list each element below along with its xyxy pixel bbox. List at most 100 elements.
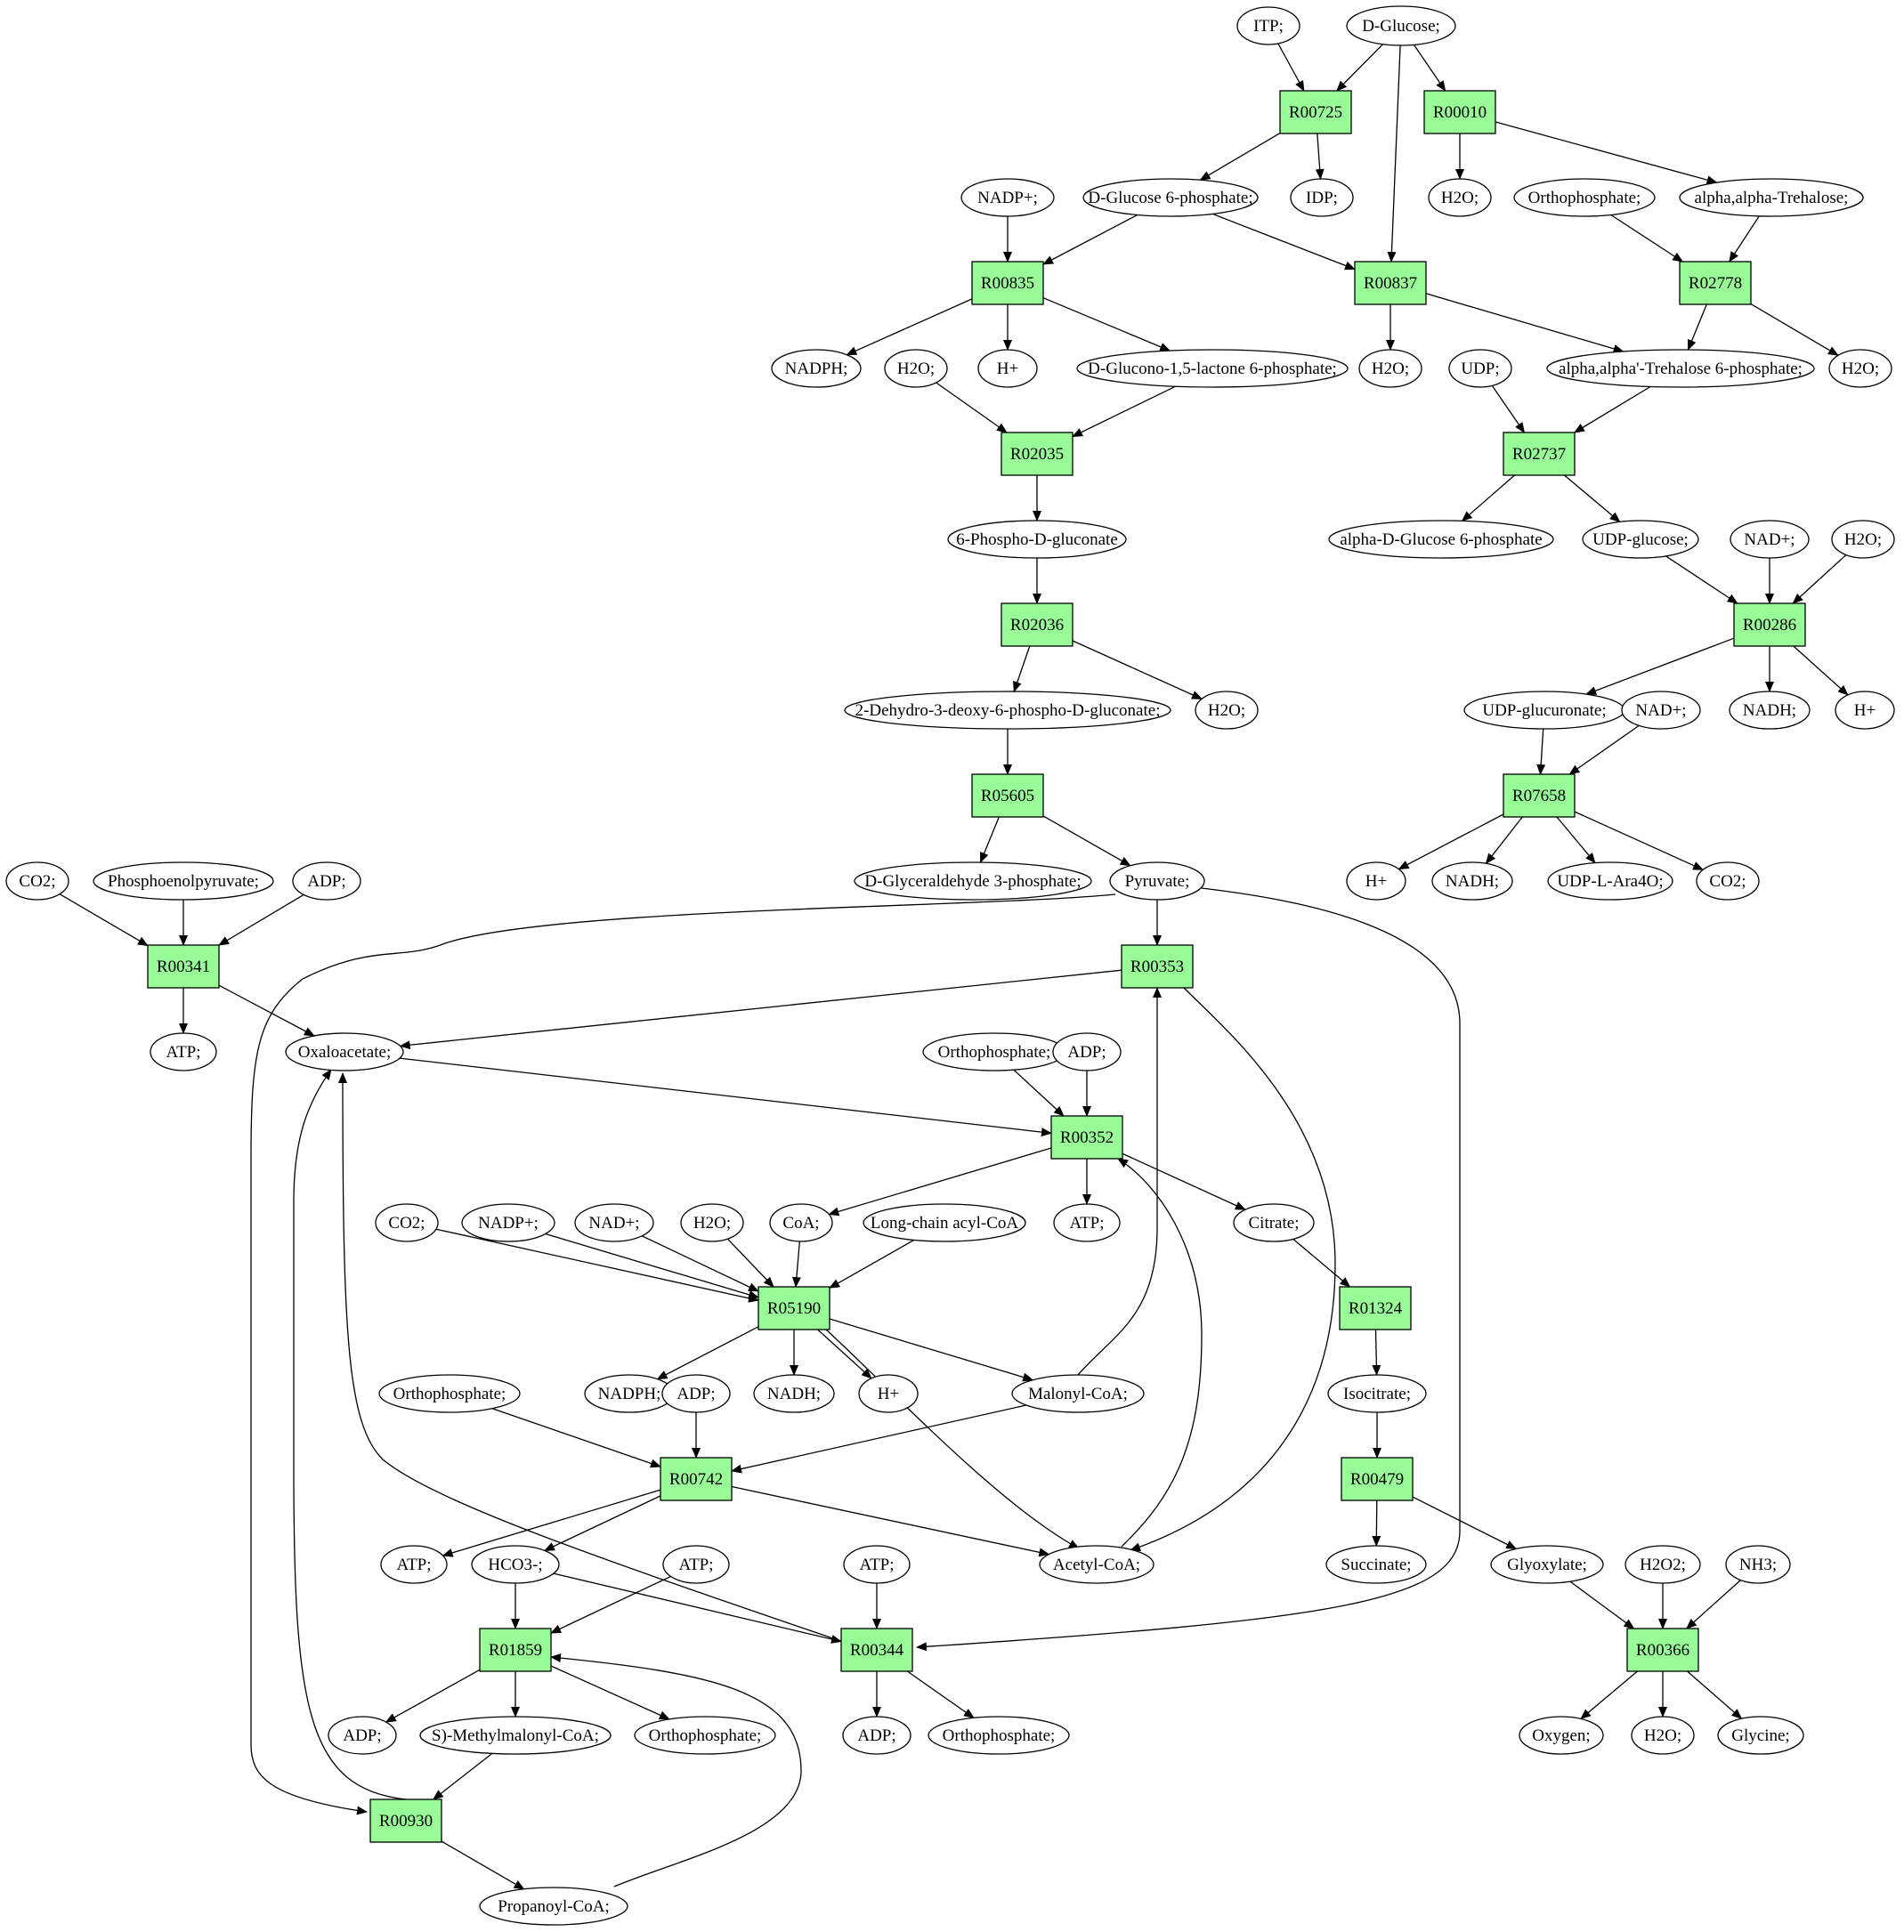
metabolite-node-shape bbox=[93, 861, 274, 901]
metabolite-node-hpb: H+ bbox=[1835, 691, 1895, 730]
edge-pyruvate-to-r00344 bbox=[916, 887, 1461, 1652]
metabolite-node-shape bbox=[661, 1374, 731, 1413]
metabolite-node-label: D-Glucono-1,5-lactone 6-phosphate; bbox=[1088, 360, 1337, 378]
metabolite-node-shape bbox=[5, 861, 69, 901]
metabolite-node-label: NADH; bbox=[767, 1385, 821, 1403]
edge-r02036-to-kdpg bbox=[1013, 645, 1031, 692]
metabolite-node-shape bbox=[769, 1203, 833, 1242]
metabolite-node-shape bbox=[858, 1374, 919, 1413]
metabolite-node-udpglc-a: UDP-glucuronate; bbox=[1463, 691, 1625, 730]
metabolite-node-shape bbox=[1490, 1545, 1604, 1584]
edge-g6-p-to-r00837 bbox=[1212, 213, 1356, 271]
metabolite-node-shape bbox=[1195, 691, 1259, 730]
metabolite-node-shape bbox=[1346, 861, 1406, 901]
reaction-node-label: R02036 bbox=[1010, 616, 1064, 635]
metabolite-node-shape bbox=[285, 1032, 404, 1071]
metabolite-node-label: NADPH; bbox=[785, 360, 848, 378]
edge-citrate-to-r01324 bbox=[1292, 1238, 1351, 1288]
metabolite-node-label: NAD+; bbox=[1744, 530, 1795, 549]
metabolite-node-shape bbox=[574, 1203, 654, 1242]
reaction-node-r00835: R00835 bbox=[971, 261, 1044, 305]
metabolite-node-malonyl-co-a: Malonyl-CoA; bbox=[1011, 1374, 1145, 1413]
edge-orthob-to-r00352 bbox=[1013, 1069, 1065, 1117]
reaction-node-r00353: R00353 bbox=[1121, 944, 1194, 989]
metabolite-node-orthoa: Orthophosphate; bbox=[1513, 178, 1656, 217]
metabolite-node-shape bbox=[680, 1203, 744, 1242]
edge-pyruvate-to-r00930 bbox=[250, 893, 1116, 1815]
metabolite-node-label: Citrate; bbox=[1249, 1214, 1300, 1233]
reaction-node-r00366: R00366 bbox=[1626, 1628, 1699, 1672]
edge-oaa-to-r00352 bbox=[400, 1057, 1052, 1137]
metabolite-node-label: H+ bbox=[878, 1385, 899, 1403]
metabolite-node-co2b: CO2; bbox=[1696, 861, 1760, 901]
metabolite-node-label: S)-Methylmalonyl-CoA; bbox=[432, 1726, 599, 1745]
reaction-node-shape bbox=[971, 261, 1044, 305]
metabolite-node-label: UDP-glucose; bbox=[1592, 530, 1689, 549]
metabolite-node-shape bbox=[1730, 520, 1810, 559]
reaction-node-label: R00352 bbox=[1060, 1128, 1114, 1147]
metabolite-node-orthoe: Orthophosphate; bbox=[928, 1716, 1070, 1755]
metabolite-node-shape bbox=[1835, 691, 1895, 730]
edge-trehalose-to-r02778 bbox=[1729, 215, 1760, 263]
metabolite-node-label: Phosphoenolpyruvate; bbox=[108, 872, 259, 891]
reaction-node-r01324: R01324 bbox=[1339, 1286, 1412, 1330]
metabolite-node-kdpg: 2-Dehydro-3-deoxy-6-phospho-D-gluconate; bbox=[844, 691, 1171, 730]
metabolite-node-label: Orthophosphate; bbox=[943, 1726, 1056, 1745]
reaction-node-shape bbox=[1626, 1628, 1699, 1672]
metabolite-node-gap: D-Glyceraldehyde 3-phosphate; bbox=[854, 861, 1092, 901]
edge-r00344-to-oaa bbox=[338, 1072, 847, 1644]
metabolite-node-label: D-Glucose 6-phosphate; bbox=[1088, 189, 1252, 207]
metabolite-node-label: ATP; bbox=[166, 1043, 200, 1062]
edge-h2-oe-to-r00286 bbox=[1792, 554, 1847, 604]
reaction-node-label: R02035 bbox=[1010, 445, 1064, 464]
metabolite-node-label: alpha,alpha'-Trehalose 6-phosphate; bbox=[1559, 360, 1803, 378]
metabolite-node-label: CO2; bbox=[19, 872, 55, 891]
metabolite-node-label: Long-chain acyl-CoA bbox=[871, 1214, 1018, 1233]
metabolite-node-isocitrate: Isocitrate; bbox=[1327, 1374, 1427, 1413]
edge-r00286-to-hpb bbox=[1793, 645, 1849, 696]
metabolite-node-label: NADH; bbox=[1743, 701, 1796, 720]
edge-r00742-to-atpc bbox=[442, 1489, 661, 1557]
edge-h2-og-to-r05190 bbox=[726, 1238, 774, 1288]
edge-nadpb-to-r07658 bbox=[1568, 724, 1640, 775]
edge-nadppb-to-r05190 bbox=[545, 1233, 759, 1299]
metabolite-node-acetyl-co-a: Acetyl-CoA; bbox=[1039, 1545, 1155, 1584]
metabolite-node-adpe: ADP; bbox=[842, 1716, 911, 1755]
metabolite-node-shape bbox=[1513, 178, 1656, 217]
metabolite-node-shape bbox=[375, 1203, 439, 1242]
edge-r00353-to-acetyl-co-a bbox=[1130, 987, 1336, 1552]
metabolite-node-co2a: CO2; bbox=[5, 861, 69, 901]
reaction-node-label: R00930 bbox=[379, 1812, 433, 1831]
edge-lcaco-a-to-r05190 bbox=[829, 1239, 915, 1289]
edge-h2-ob-to-r02035 bbox=[936, 382, 1008, 433]
metabolite-node-label: UDP; bbox=[1461, 360, 1499, 378]
metabolite-node-shape bbox=[292, 861, 361, 901]
metabolite-node-label: CO2; bbox=[388, 1214, 425, 1233]
edge-r00742-to-acetyl-co-a bbox=[731, 1485, 1050, 1557]
metabolite-node-shape bbox=[1109, 861, 1205, 901]
metabolite-node-shape bbox=[1290, 178, 1354, 217]
metabolite-node-shape bbox=[1631, 1716, 1695, 1755]
metabolite-node-h2-od: H2O; bbox=[1828, 349, 1892, 388]
reaction-node-r02778: R02778 bbox=[1679, 261, 1752, 305]
edge-r00352-to-citrate bbox=[1122, 1152, 1246, 1210]
reaction-node-label: R00479 bbox=[1350, 1470, 1404, 1489]
reaction-node-r02036: R02036 bbox=[1001, 602, 1074, 647]
edge-propanoyl-co-a-to-r01859 bbox=[550, 1653, 802, 1888]
metabolite-node-label: UDP-glucuronate; bbox=[1482, 701, 1606, 720]
metabolite-node-nadpc: NAD+; bbox=[574, 1203, 654, 1242]
metabolite-node-shape bbox=[854, 861, 1092, 901]
metabolite-node-label: Glyoxylate; bbox=[1507, 1556, 1587, 1574]
edge-r00344-to-orthoe bbox=[906, 1670, 975, 1718]
edge-malonyl-co-a-to-r00742 bbox=[731, 1404, 1027, 1474]
metabolite-node-shape bbox=[1624, 1545, 1701, 1584]
metabolite-node-shape bbox=[1725, 1545, 1791, 1584]
reaction-node-shape bbox=[1121, 944, 1194, 989]
metabolite-node-shape bbox=[863, 1203, 1026, 1242]
metabolite-node-shape bbox=[842, 1716, 911, 1755]
edge-smmco-a-to-r00930 bbox=[433, 1752, 493, 1800]
edge-r00725-to-idp bbox=[1315, 133, 1325, 180]
metabolite-node-label: Acetyl-CoA; bbox=[1053, 1556, 1140, 1574]
edge-glyoxylate-to-r00366 bbox=[1569, 1580, 1635, 1629]
